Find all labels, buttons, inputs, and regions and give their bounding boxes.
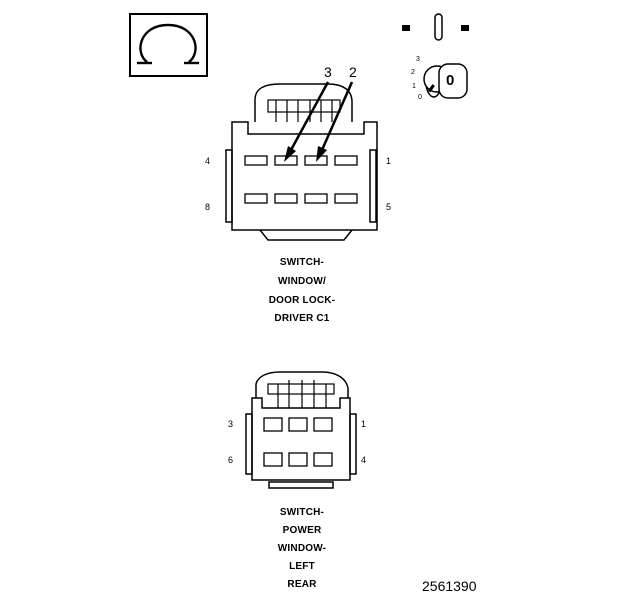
- rear-label-line-5: REAR: [287, 579, 317, 590]
- rear-pin-top-left: 3: [228, 419, 234, 429]
- c1-pin-top-left: 4: [205, 156, 211, 166]
- rear-pin-top-right: 1: [361, 419, 367, 429]
- c1-label-line-2: WINDOW/: [277, 276, 327, 287]
- switch-position-icon: [402, 13, 469, 41]
- rear-pin-bottom-right: 4: [361, 455, 367, 465]
- c1-pin-bottom-right: 5: [386, 202, 392, 212]
- c1-label-line-4: DRIVER C1: [274, 313, 330, 324]
- callout-arrow-2: [316, 81, 354, 162]
- c1-pin-bottom-left: 8: [205, 202, 211, 212]
- callout-2: 2: [349, 64, 357, 80]
- key-position-2: 2: [411, 69, 415, 76]
- rear-label-line-4: LEFT: [289, 561, 315, 572]
- connector-rear: [245, 371, 357, 489]
- key-position-1: 1: [412, 83, 416, 90]
- callout-3: 3: [324, 64, 332, 80]
- key-position-3: 3: [416, 56, 420, 63]
- rear-label-line-2: POWER: [282, 525, 322, 536]
- key-position-0: 0: [418, 94, 422, 101]
- callout-arrow-3: [284, 81, 330, 162]
- c1-label-line-1: SWITCH-: [279, 257, 325, 268]
- c1-label-line-3: DOOR LOCK-: [268, 295, 336, 306]
- connector-c1: [225, 83, 378, 241]
- ignition-key-icon: [423, 63, 468, 99]
- rear-label-line-3: WINDOW-: [277, 543, 327, 554]
- c1-pin-top-right: 1: [386, 156, 392, 166]
- rear-label-line-1: SWITCH-: [279, 507, 325, 518]
- figure-number: 2561390: [422, 578, 477, 594]
- key-head-text: 0: [446, 72, 455, 89]
- ohm-symbol-icon: [129, 13, 208, 77]
- rear-pin-bottom-left: 6: [228, 455, 234, 465]
